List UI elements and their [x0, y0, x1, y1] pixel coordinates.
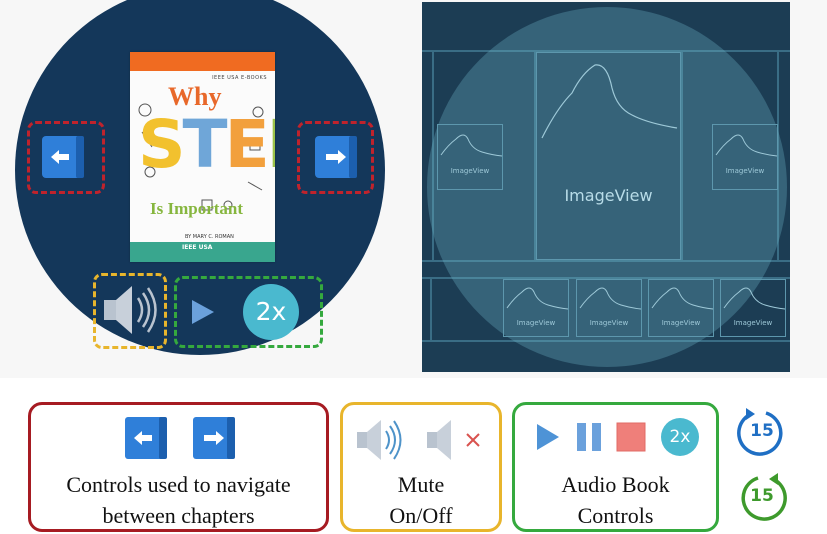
- previous-chapter-icon: [125, 417, 167, 459]
- legend-navigation-line2: between chapters: [102, 503, 255, 528]
- playback-speed-label: 2x: [255, 297, 287, 326]
- book-title-stem: STEM: [138, 110, 275, 180]
- image-placeholder-icon: [541, 64, 678, 139]
- book-stem-e: E: [224, 106, 270, 183]
- layout-wireframe-panel: ImageView ImageView ImageView ImageView …: [422, 2, 790, 372]
- mute-group-highlight: [93, 273, 167, 349]
- play-icon[interactable]: [190, 298, 216, 326]
- skip-forward-arrow-icon: [741, 473, 787, 521]
- book-science-icons: [138, 103, 264, 211]
- left-imageview-label: ImageView: [450, 167, 490, 175]
- next-chapter-icon: [193, 417, 235, 459]
- image-placeholder-icon: [579, 287, 642, 310]
- legend-navigation-line1: Controls used to navigate: [66, 472, 291, 497]
- sound-on-icon: [357, 420, 402, 460]
- grid-line: [534, 50, 536, 260]
- main-imageview-label: ImageView: [564, 186, 653, 205]
- grid-line: [777, 50, 779, 260]
- nav-group-highlight-right: [297, 121, 374, 194]
- legend-mute-line2: On/Off: [389, 503, 453, 528]
- grid-line: [422, 260, 790, 262]
- main-imageview: ImageView: [536, 52, 681, 260]
- legend-navigation: Controls used to navigate between chapte…: [28, 402, 329, 532]
- legend-mute: Mute On/Off: [340, 402, 502, 532]
- image-placeholder-icon: [651, 287, 714, 310]
- nav-group-highlight-left: [27, 121, 105, 194]
- book-title-important: Is Important: [150, 199, 244, 218]
- legend-audio-line1: Audio Book: [561, 472, 670, 497]
- speaker-icon[interactable]: [100, 280, 160, 340]
- bottom-imageview-1-label: ImageView: [516, 319, 556, 327]
- image-placeholder-icon: [440, 134, 503, 157]
- grid-line: [422, 340, 790, 342]
- legend-audio-controls: 2x Audio Book Controls: [512, 402, 719, 532]
- audio-controls-highlight: [174, 276, 323, 348]
- book-stem-t: T: [182, 106, 228, 183]
- skip-back-15-icon: 15: [734, 405, 790, 461]
- book-top-band: [130, 52, 275, 71]
- skip-forward-label: 15: [750, 486, 774, 506]
- legend-audio-line2: Controls: [577, 503, 654, 528]
- speed-icon-label: 2x: [669, 427, 691, 447]
- grid-line: [430, 279, 432, 341]
- speed-icon: 2x: [661, 418, 699, 456]
- skip-back-label: 15: [750, 421, 774, 441]
- book-publisher: IEEE USA: [182, 244, 213, 251]
- left-imageview: ImageView: [437, 124, 503, 190]
- next-chapter-button[interactable]: [313, 134, 363, 180]
- image-placeholder-icon: [723, 287, 786, 310]
- book-stem-s: S: [138, 106, 186, 183]
- book-series-text: IEEE USA E-BOOKS: [212, 75, 267, 81]
- bottom-imageview-1: ImageView: [503, 279, 569, 337]
- bottom-imageview-3: ImageView: [648, 279, 714, 337]
- bottom-imageview-3-label: ImageView: [661, 319, 701, 327]
- grid-line: [681, 50, 683, 260]
- book-title-why: Why: [168, 82, 222, 111]
- image-placeholder-icon: [506, 287, 569, 310]
- pause-icon: [577, 423, 601, 451]
- bottom-imageview-4: ImageView: [720, 279, 786, 337]
- right-imageview-label: ImageView: [725, 167, 765, 175]
- sound-off-icon: [427, 420, 480, 460]
- stop-icon: [616, 422, 646, 452]
- book-author: BY MARY C. ROMAN: [185, 234, 234, 240]
- grid-line: [422, 50, 790, 52]
- previous-chapter-button[interactable]: [38, 134, 88, 180]
- image-placeholder-icon: [715, 134, 778, 157]
- grid-line: [432, 50, 434, 260]
- skip-forward-15-icon: 15: [734, 470, 790, 526]
- round-screen-mask: [427, 7, 787, 367]
- legend-mute-line1: Mute: [397, 472, 445, 497]
- bottom-imageview-2: ImageView: [576, 279, 642, 337]
- skip-back-arrow-icon: [737, 408, 783, 456]
- book-stem-m: M: [267, 106, 275, 183]
- right-imageview: ImageView: [712, 124, 778, 190]
- play-icon: [537, 424, 559, 450]
- bottom-imageview-4-label: ImageView: [733, 319, 773, 327]
- book-cover[interactable]: IEEE USA E-BOOKS Why STEM Is Important B…: [130, 52, 275, 262]
- grid-line: [422, 277, 790, 279]
- playback-speed-button[interactable]: 2x: [243, 284, 299, 340]
- book-bottom-band: IEEE USA: [130, 242, 275, 262]
- bottom-imageview-2-label: ImageView: [589, 319, 629, 327]
